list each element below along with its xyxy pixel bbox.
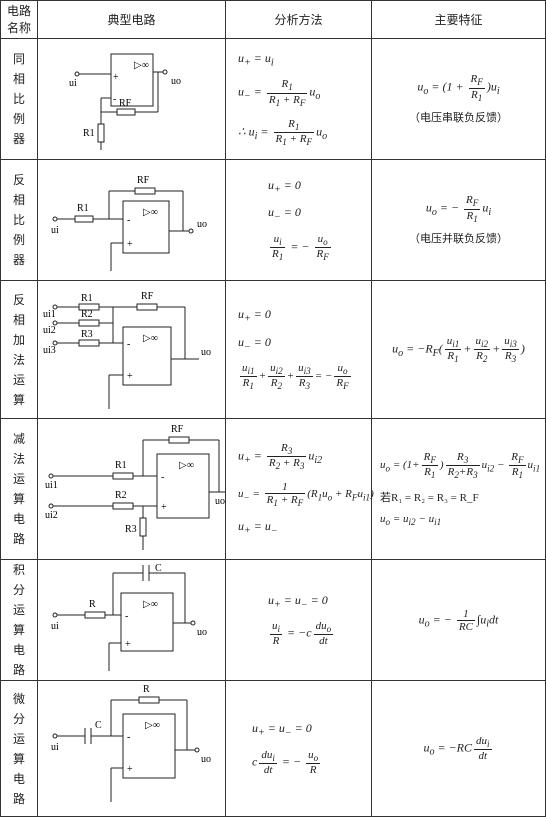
svg-text:-: - [113,94,116,105]
circuit-inverting: ▷∞ - + ui uo RF R1 [37,159,226,281]
svg-text:ui: ui [69,78,77,89]
svg-text:R1: R1 [115,460,127,471]
svg-text:R3: R3 [125,524,137,535]
circuit-summing: ▷∞ - + R1 R2 R3 ui1 ui2 ui3 RF uo [37,280,226,419]
svg-text:uo: uo [171,76,181,87]
header-name: 电路名称 [0,0,38,39]
svg-text:+: + [127,371,133,382]
svg-text:R2: R2 [81,309,93,320]
row-integrator: 积分运算电路 ▷∞ - + R C ui uo [0,559,546,681]
svg-text:ui: ui [51,225,59,236]
opamp-box [110,53,153,107]
summing-schematic: ▷∞ - + R1 R2 R3 ui1 ui2 ui3 RF uo [43,291,211,409]
svg-text:R1: R1 [83,128,95,139]
svg-text:▷∞: ▷∞ [143,207,158,218]
svg-text:+: + [127,239,133,250]
header-method: 分析方法 [225,0,372,39]
row-inverting: 反相比例器 ▷∞ [0,159,546,281]
svg-text:+: + [127,764,133,775]
svg-text:-: - [125,611,128,622]
svg-text:▷∞: ▷∞ [134,60,149,71]
inverting-schematic: ▷∞ - + ui uo RF R1 [51,175,207,271]
subtractor-schematic: ▷∞ - + R1 R2 R3 ui1 ui2 RF uo [45,424,225,550]
svg-text:RF: RF [141,291,154,302]
header-row: 电路名称 典型电路 分析方法 主要特征 [0,0,546,39]
integrator-schematic: ▷∞ - + R C ui uo [51,563,207,671]
header-feature: 主要特征 [371,0,546,39]
svg-text:uo: uo [201,347,211,358]
svg-text:R1: R1 [81,293,93,304]
svg-text:C: C [155,563,162,574]
svg-text:ui2: ui2 [45,510,58,521]
row-name: 同相比例器 [0,38,38,160]
svg-text:ui: ui [51,742,59,753]
svg-text:uo: uo [215,496,225,507]
svg-text:RF: RF [119,98,132,109]
row-summing: 反相加法运算 ▷∞ - + R1 R2 R3 ui1 [0,280,546,419]
svg-text:ui1: ui1 [45,480,58,491]
svg-text:▷∞: ▷∞ [179,460,194,471]
svg-text:-: - [127,339,130,350]
row-name: 减法运算电路 [0,418,38,560]
row-differentiator: 微分运算电路 ▷∞ - + C R ui uo [0,680,546,817]
svg-text:ui1: ui1 [43,309,56,320]
svg-text:▷∞: ▷∞ [143,333,158,344]
svg-text:R2: R2 [115,490,127,501]
svg-text:ui3: ui3 [43,345,56,356]
svg-text:RF: RF [171,424,184,435]
circuit-differentiator: ▷∞ - + C R ui uo [37,680,226,817]
svg-text:ui2: ui2 [43,325,56,336]
svg-text:+: + [113,72,119,83]
svg-text:R1: R1 [77,203,89,214]
svg-text:▷∞: ▷∞ [145,720,160,731]
svg-text:RF: RF [137,175,150,186]
svg-text:uo: uo [197,627,207,638]
svg-text:-: - [161,472,164,483]
svg-text:-: - [127,732,130,743]
row-name: 反相比例器 [0,159,38,281]
svg-text:+: + [161,502,167,513]
svg-text:R3: R3 [81,329,93,340]
header-circuit: 典型电路 [37,0,226,39]
circuit-noninverting: ▷∞ + - ui uo RF R1 [37,38,226,160]
svg-text:R: R [89,599,96,610]
circuit-integrator: ▷∞ - + R C ui uo [37,559,226,681]
row-subtractor: 减法运算电路 ▷∞ - + R1 R2 R3 ui1 ui2 R [0,418,546,560]
circuit-subtractor: ▷∞ - + R1 R2 R3 ui1 ui2 RF uo [37,418,226,560]
svg-text:+: + [125,639,131,650]
row-noninverting: 同相比例器 ▷∞ [0,38,546,160]
svg-text:C: C [95,720,102,731]
svg-text:uo: uo [201,754,211,765]
row-name: 积分运算电路 [0,559,38,681]
svg-text:ui: ui [51,621,59,632]
svg-text:▷∞: ▷∞ [143,599,158,610]
row-name: 微分运算电路 [0,680,38,817]
row-name: 反相加法运算 [0,280,38,419]
noninverting-schematic: ▷∞ + - ui uo RF R1 [69,53,181,150]
svg-text:-: - [127,215,130,226]
differentiator-schematic: ▷∞ - + C R ui uo [51,684,211,802]
svg-text:uo: uo [197,219,207,230]
svg-text:R: R [143,684,150,695]
